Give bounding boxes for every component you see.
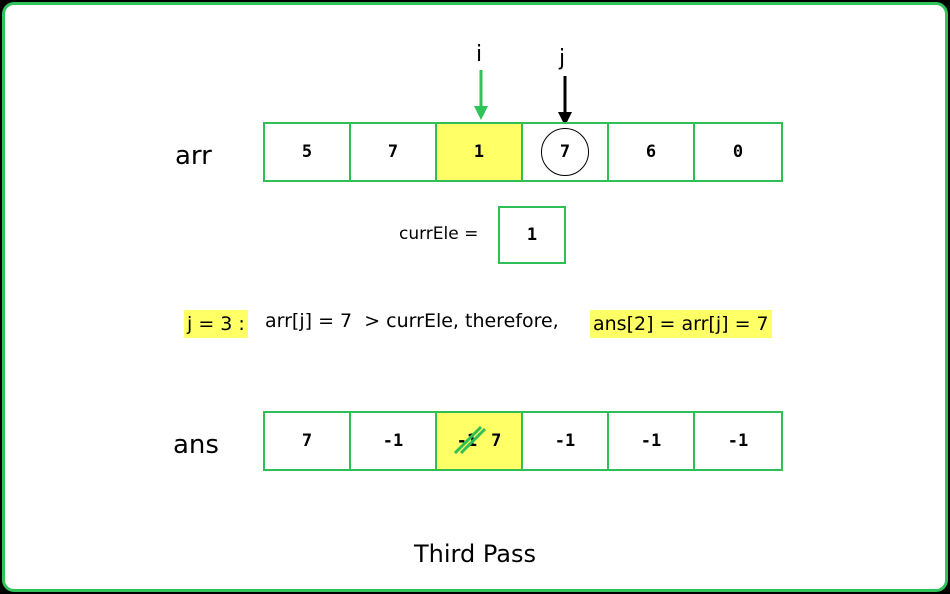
pointer-i-label: i [476,42,483,67]
ans-cell-3: -1 [523,413,609,469]
arr-label: arr [175,141,212,171]
arr-cell-4: 6 [609,124,695,180]
curr-ele-label: currEle = [399,224,479,244]
ans-cell-5: -1 [727,431,749,451]
arr-cell-0: 5 [265,124,351,180]
arr-cell-3: 7 [523,124,609,180]
pointer-j-label: j [559,46,566,71]
ans-cell-1: -1 [351,413,437,469]
pointer-j-arrowhead [558,112,572,126]
ans-array: 7 -1 -1 7 -1 -1 -1 [263,411,783,471]
strike-icon [453,425,486,455]
ans-cell-2-new-value: 7 [491,431,502,451]
condition-highlight: j = 3 : [184,310,248,338]
ans-cell-4: -1 [609,413,695,469]
result-highlight: ans[2] = arr[j] = 7 [590,310,772,338]
condition-text: arr[j] = 7 > currEle, therefore, [265,310,559,332]
arr-cell-2: 1 [437,124,523,180]
ans-label: ans [173,430,219,460]
ans-cell-0: 7 [265,413,351,469]
curr-ele-box: 1 [498,206,566,264]
caption: Third Pass [414,540,536,568]
ans-cell-2: -1 7 [437,413,523,469]
arr-cell-1: 7 [351,124,437,180]
pointer-i-arrowhead [474,106,488,120]
arr-cell-3-circle: 7 [541,128,589,176]
arr-cell-5: 0 [732,142,744,162]
ans-cell-2-old-value: -1 [453,425,486,455]
arr-array: 5 7 1 7 6 0 [263,122,783,182]
